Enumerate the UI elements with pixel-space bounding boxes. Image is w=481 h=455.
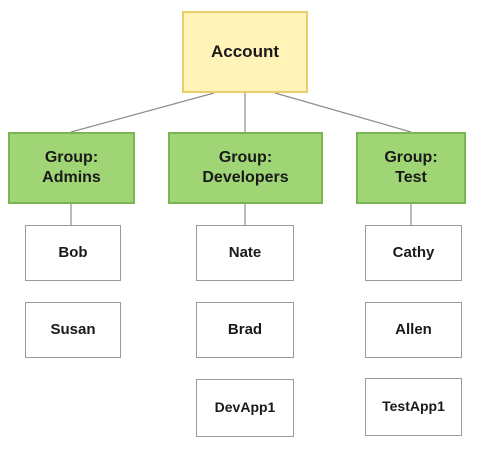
- member-node-testapp1: TestApp1: [365, 378, 462, 436]
- group-developers-label-line-1: Group:: [218, 149, 273, 166]
- member-label-allen: Allen: [395, 320, 432, 338]
- group-node-developers: Group: Developers: [168, 132, 323, 204]
- member-label-testapp1: TestApp1: [382, 398, 445, 415]
- member-node-susan: Susan: [25, 302, 121, 358]
- group-node-test: Group: Test: [356, 132, 466, 204]
- connector-account-test: [274, 92, 412, 133]
- group-test-label-line-2: Test: [395, 169, 427, 186]
- group-test-label-line-1: Group:: [384, 149, 438, 166]
- member-label-devapp1: DevApp1: [214, 399, 276, 416]
- account-label: Account: [211, 42, 279, 62]
- member-label-cathy: Cathy: [392, 243, 435, 261]
- group-developers-label-line-2: Developers: [202, 169, 289, 186]
- member-label-nate: Nate: [228, 243, 262, 261]
- member-node-brad: Brad: [196, 302, 294, 358]
- connector-account-admins: [70, 92, 215, 133]
- group-admins-label-line-1: Group:: [44, 149, 99, 166]
- member-node-allen: Allen: [365, 302, 462, 358]
- group-admins-label-line-2: Admins: [42, 169, 101, 186]
- member-node-devapp1: DevApp1: [196, 379, 294, 437]
- member-node-nate: Nate: [196, 225, 294, 281]
- member-label-brad: Brad: [227, 320, 263, 338]
- member-node-cathy: Cathy: [365, 225, 462, 281]
- account-node: Account: [182, 11, 308, 93]
- member-label-bob: Bob: [58, 243, 88, 261]
- group-node-admins: Group: Admins: [8, 132, 135, 204]
- member-node-bob: Bob: [25, 225, 121, 281]
- member-label-susan: Susan: [50, 320, 96, 338]
